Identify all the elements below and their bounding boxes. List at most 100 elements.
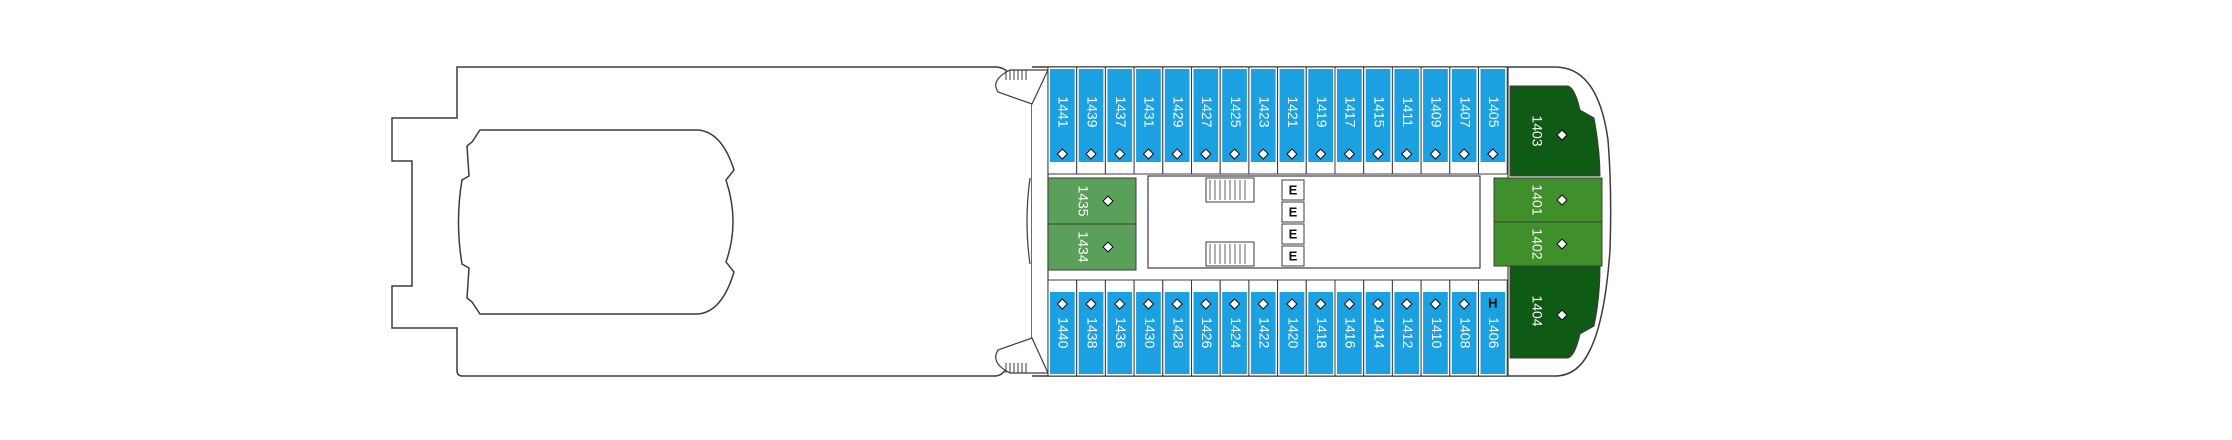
cabin-fill	[1193, 69, 1219, 162]
cabin-number: 1416	[1343, 317, 1359, 348]
cabin-top-1437[interactable]: 1437	[1104, 66, 1135, 175]
cabin-number: 1412	[1400, 317, 1416, 348]
cabin-number: 1431	[1142, 96, 1158, 127]
elevator[interactable]: E	[1281, 245, 1305, 267]
cabin-bottom-1418[interactable]: 1418	[1305, 279, 1336, 377]
suite-1403[interactable]: 1403	[1509, 85, 1601, 177]
suite-1401[interactable]: 1401	[1493, 177, 1603, 223]
cabin-top-1429[interactable]: 1429	[1162, 66, 1193, 175]
diamond-icon	[1200, 298, 1212, 310]
cabin-fill	[1078, 69, 1104, 162]
cabin-number: 1405	[1486, 96, 1502, 127]
diamond-icon	[1343, 148, 1356, 160]
cabin-number: 1441	[1056, 96, 1072, 127]
diamond-icon	[1401, 148, 1413, 160]
suite-fill	[1493, 221, 1603, 267]
cabin-number: 1428	[1170, 317, 1186, 348]
diamond-icon	[1142, 298, 1155, 310]
cabin-number: 1401	[1529, 184, 1545, 215]
cabin-number: 1436	[1113, 317, 1129, 348]
diamond-icon	[1142, 148, 1155, 160]
cabin-number: 1434	[1075, 231, 1091, 262]
cabin-bottom-1426[interactable]: 1426	[1191, 279, 1221, 377]
diamond-icon	[1343, 298, 1356, 310]
diamond-icon	[1429, 148, 1442, 160]
cabin-top-1421[interactable]: 1421	[1277, 66, 1307, 175]
cabin-number: 1419	[1314, 96, 1330, 127]
cabin-bottom-1410[interactable]: 1410	[1420, 279, 1451, 377]
cabin-top-1409[interactable]: 1409	[1420, 66, 1451, 175]
cabin-fill	[1308, 69, 1333, 162]
cabin-bottom-1438[interactable]: 1438	[1076, 279, 1106, 377]
suite-1404[interactable]: 1404	[1509, 265, 1601, 359]
cabin-number: 1439	[1084, 96, 1100, 127]
diamond-icon	[1171, 148, 1183, 160]
cabin-number: 1417	[1343, 96, 1359, 127]
cabin-top-1405[interactable]: 1405	[1478, 66, 1508, 175]
cabin-bottom-1430[interactable]: 1430	[1133, 279, 1164, 377]
cabin-number: 1437	[1113, 96, 1129, 127]
cabin-top-1427[interactable]: 1427	[1191, 66, 1221, 175]
cabin-number: 1423	[1257, 96, 1273, 127]
cabin-number: 1410	[1429, 317, 1445, 348]
cabin-bottom-1440[interactable]: 1440	[1047, 279, 1078, 377]
cabin-fill	[1050, 69, 1075, 162]
elevator[interactable]: E	[1281, 201, 1305, 223]
cabin-top-1441[interactable]: 1441	[1047, 66, 1078, 175]
suite-1435[interactable]: 1435	[1047, 177, 1137, 225]
diamond-icon	[1171, 298, 1183, 310]
elevator-label: E	[1289, 226, 1298, 241]
cabin-top-1431[interactable]: 1431	[1133, 66, 1164, 175]
diamond-icon	[1257, 298, 1269, 310]
cabin-bottom-1416[interactable]: 1416	[1334, 279, 1365, 377]
cabin-number: 1409	[1429, 96, 1445, 127]
diamond-icon	[1085, 148, 1097, 160]
cabin-top-1417[interactable]: 1417	[1334, 66, 1365, 175]
elevator-box	[1281, 201, 1305, 223]
cabin-bottom-1428[interactable]: 1428	[1162, 279, 1193, 377]
cabin-top-1423[interactable]: 1423	[1248, 66, 1279, 175]
cabin-number: 1414	[1371, 317, 1387, 348]
diamond-icon	[1401, 298, 1413, 310]
cabin-number: 1418	[1314, 317, 1330, 348]
cabin-number: 1424	[1228, 317, 1244, 348]
cabin-fill	[1107, 69, 1133, 162]
cabin-bottom-1420[interactable]: 1420	[1277, 279, 1307, 377]
cabin-bottom-1436[interactable]: 1436	[1104, 279, 1135, 377]
aft-curve	[1026, 177, 1031, 265]
cabin-fill	[1480, 69, 1506, 162]
cabin-bottom-1412[interactable]: 1412	[1391, 279, 1422, 377]
cabin-top-1425[interactable]: 1425	[1219, 66, 1250, 175]
elevator[interactable]: E	[1281, 179, 1305, 201]
cabin-bottom-1408[interactable]: 1408	[1449, 279, 1480, 377]
elevator-label: E	[1289, 182, 1298, 197]
elevator-box	[1281, 223, 1305, 245]
cabin-fill	[1451, 69, 1477, 162]
cabin-fill	[1222, 69, 1247, 162]
cabin-top-1415[interactable]: 1415	[1363, 66, 1393, 175]
cabin-number: 1429	[1170, 96, 1186, 127]
cabin-fill	[1423, 69, 1448, 162]
cabin-bottom-1422[interactable]: 1422	[1248, 279, 1279, 377]
stair-notch-bottom	[995, 337, 1049, 374]
cabin-fill	[1279, 69, 1305, 162]
cabin-number: 1406	[1486, 317, 1502, 348]
cabin-number: 1435	[1075, 185, 1091, 216]
diamond-icon	[1372, 148, 1384, 160]
elevator[interactable]: E	[1281, 223, 1305, 245]
pool-deck	[457, 129, 735, 315]
suite-1402[interactable]: 1402	[1493, 221, 1603, 267]
suite-1434[interactable]: 1434	[1047, 223, 1137, 271]
suite-fill	[1509, 85, 1601, 177]
diamond-icon	[1228, 148, 1241, 160]
diamond-icon	[1556, 238, 1568, 250]
cabin-bottom-1414[interactable]: 1414	[1363, 279, 1393, 377]
cabin-bottom-1424[interactable]: 1424	[1219, 279, 1250, 377]
cabin-top-1407[interactable]: 1407	[1449, 66, 1480, 175]
elevator-box	[1281, 245, 1305, 267]
cabin-top-1439[interactable]: 1439	[1076, 66, 1106, 175]
cabin-top-1419[interactable]: 1419	[1305, 66, 1336, 175]
cabin-top-1411[interactable]: 1411	[1391, 66, 1422, 175]
elevator-box	[1281, 179, 1305, 201]
